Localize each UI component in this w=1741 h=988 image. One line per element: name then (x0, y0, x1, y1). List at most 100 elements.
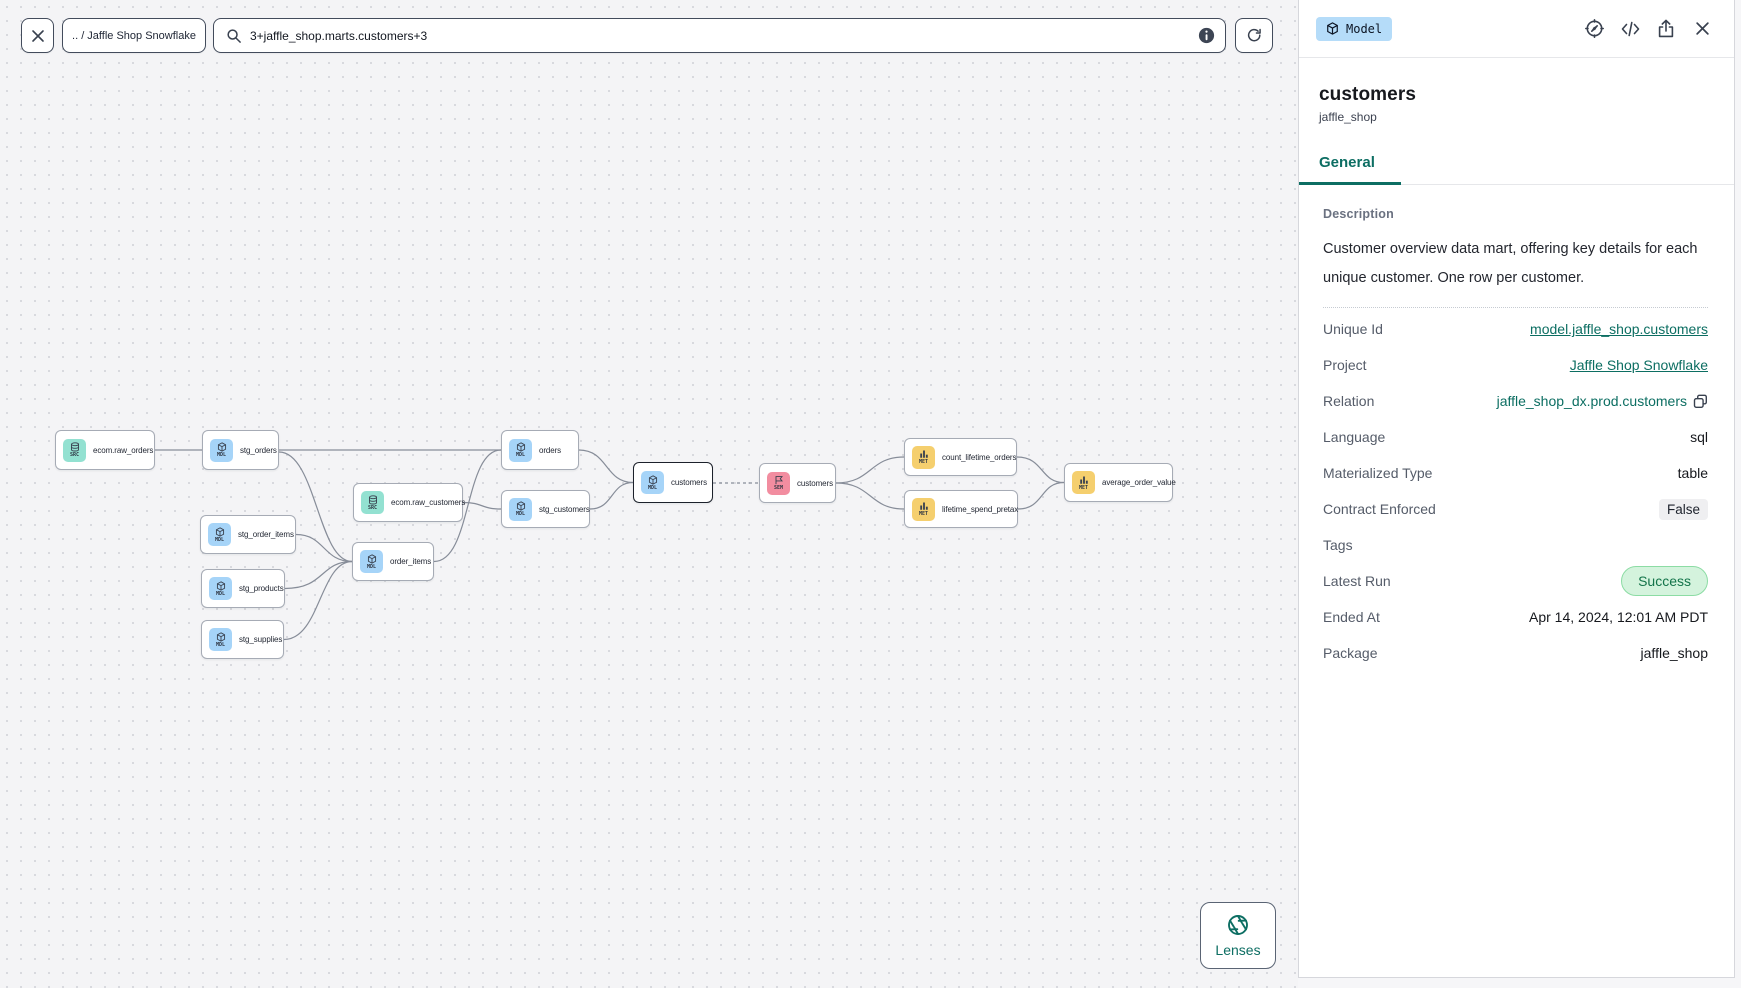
field-label: Latest Run (1323, 573, 1391, 589)
node-type-label: MDL (515, 452, 526, 458)
panel-body: customers jaffle_shop General Descriptio… (1299, 58, 1734, 668)
node-type-label: SEM (773, 485, 784, 491)
node-label: count_lifetime_orders (942, 452, 1017, 462)
node-type-icon: MDL (509, 497, 532, 521)
node-type-label: MET (1078, 484, 1089, 491)
node-type-label: MDL (647, 484, 658, 491)
node-label: customers (671, 478, 707, 487)
dag-node-count-lifetime-orders[interactable]: MET count_lifetime_orders (904, 438, 1017, 476)
lineage-search[interactable] (213, 18, 1226, 53)
node-label: ecom.raw_orders (93, 445, 154, 455)
breadcrumb[interactable]: .. / Jaffle Shop Snowflake (62, 18, 206, 53)
model-cube-icon (516, 442, 525, 452)
field-value[interactable]: model.jaffle_shop.customers (1530, 321, 1708, 337)
node-type-icon: MDL (209, 577, 232, 600)
dag-node-customers[interactable]: MDL customers (633, 462, 713, 503)
copy-icon (1693, 394, 1707, 408)
node-label: stg_supplies (239, 635, 283, 644)
tab-general[interactable]: General (1299, 154, 1401, 185)
close-icon (1695, 22, 1709, 35)
dag-node-stg-customers[interactable]: MDL stg_customers (501, 490, 590, 528)
breadcrumb-label: .. / Jaffle Shop Snowflake (72, 29, 196, 42)
close-lineage-button[interactable] (21, 18, 54, 53)
metric-chart-icon (919, 450, 928, 458)
node-type-icon: MDL (208, 523, 231, 546)
node-type-icon: MDL (360, 550, 383, 573)
node-label: lifetime_spend_pretax (942, 504, 1019, 514)
node-type-label: MDL (515, 511, 526, 517)
node-type-label: SRC (367, 504, 378, 511)
field-label: Package (1323, 645, 1378, 661)
share-button[interactable] (1656, 19, 1676, 39)
panel-tabs: General (1299, 154, 1734, 185)
edge (462, 501, 502, 510)
refresh-icon (1247, 28, 1261, 42)
info-icon[interactable] (1198, 27, 1215, 44)
edge (1017, 481, 1065, 510)
badge-label: Model (1346, 21, 1383, 36)
node-type-icon: SEM (767, 471, 790, 495)
node-type-label: MET (918, 511, 929, 517)
model-cube-icon (217, 442, 226, 452)
node-label: customers (797, 478, 833, 488)
explore-lineage-button[interactable] (1584, 19, 1604, 39)
node-label: average_order_value (1102, 478, 1176, 487)
node-type-icon: MDL (209, 628, 232, 651)
lenses-label: Lenses (1215, 942, 1261, 958)
lenses-button[interactable]: Lenses (1200, 902, 1276, 969)
node-type-label: MDL (216, 452, 227, 458)
field-value: False (1658, 498, 1708, 520)
node-type-label: MDL (366, 563, 377, 570)
divider (1323, 307, 1708, 308)
node-type-icon: MDL (641, 471, 664, 494)
model-cube-icon (516, 501, 525, 511)
refresh-button[interactable] (1235, 18, 1273, 53)
page-title: customers (1319, 84, 1416, 105)
view-code-button[interactable] (1620, 19, 1640, 39)
dag-node-ecom-raw-orders[interactable]: SRC ecom.raw_orders (55, 430, 155, 470)
source-database-icon (368, 494, 377, 504)
dag-node-stg-supplies[interactable]: MDL stg_supplies (201, 620, 284, 659)
close-panel-button[interactable] (1692, 19, 1712, 39)
node-label: stg_customers (539, 504, 590, 514)
node-type-label: MDL (215, 590, 226, 597)
node-type-label: MET (918, 459, 929, 465)
node-label: orders (539, 445, 562, 455)
dag-node-customers-semantic[interactable]: SEM customers (759, 463, 836, 503)
node-type-icon: SRC (63, 438, 86, 462)
resource-type-badge: Model (1316, 16, 1393, 41)
dag-node-orders[interactable]: MDL orders (501, 430, 579, 470)
field-value[interactable]: Jaffle Shop Snowflake (1569, 357, 1708, 373)
model-cube-icon (648, 474, 657, 485)
field-label: Project (1323, 357, 1367, 373)
node-type-icon: MDL (509, 438, 532, 462)
node-type-label: SRC (69, 452, 80, 458)
compass-icon (1584, 19, 1604, 38)
field-value: jaffle_shop_dx.prod.customers (1496, 393, 1687, 409)
search-input[interactable] (250, 28, 1190, 43)
field-value: table (1677, 465, 1708, 481)
package-subtitle: jaffle_shop (1319, 110, 1377, 124)
edge (578, 449, 634, 484)
source-database-icon (70, 442, 79, 452)
field-row-tags: Tags (1323, 530, 1708, 560)
share-icon (1658, 19, 1674, 38)
field-label: Relation (1323, 393, 1375, 409)
general-tab-content: Description Customer overview data mart,… (1299, 185, 1734, 668)
dag-node-average-order-value[interactable]: MET average_order_value (1064, 463, 1176, 502)
dag-node-lifetime-spend-pretax[interactable]: MET lifetime_spend_pretax (904, 490, 1018, 528)
edge (835, 482, 905, 510)
copy-relation-button[interactable] (1693, 394, 1708, 409)
panel-header: Model (1299, 0, 1734, 58)
